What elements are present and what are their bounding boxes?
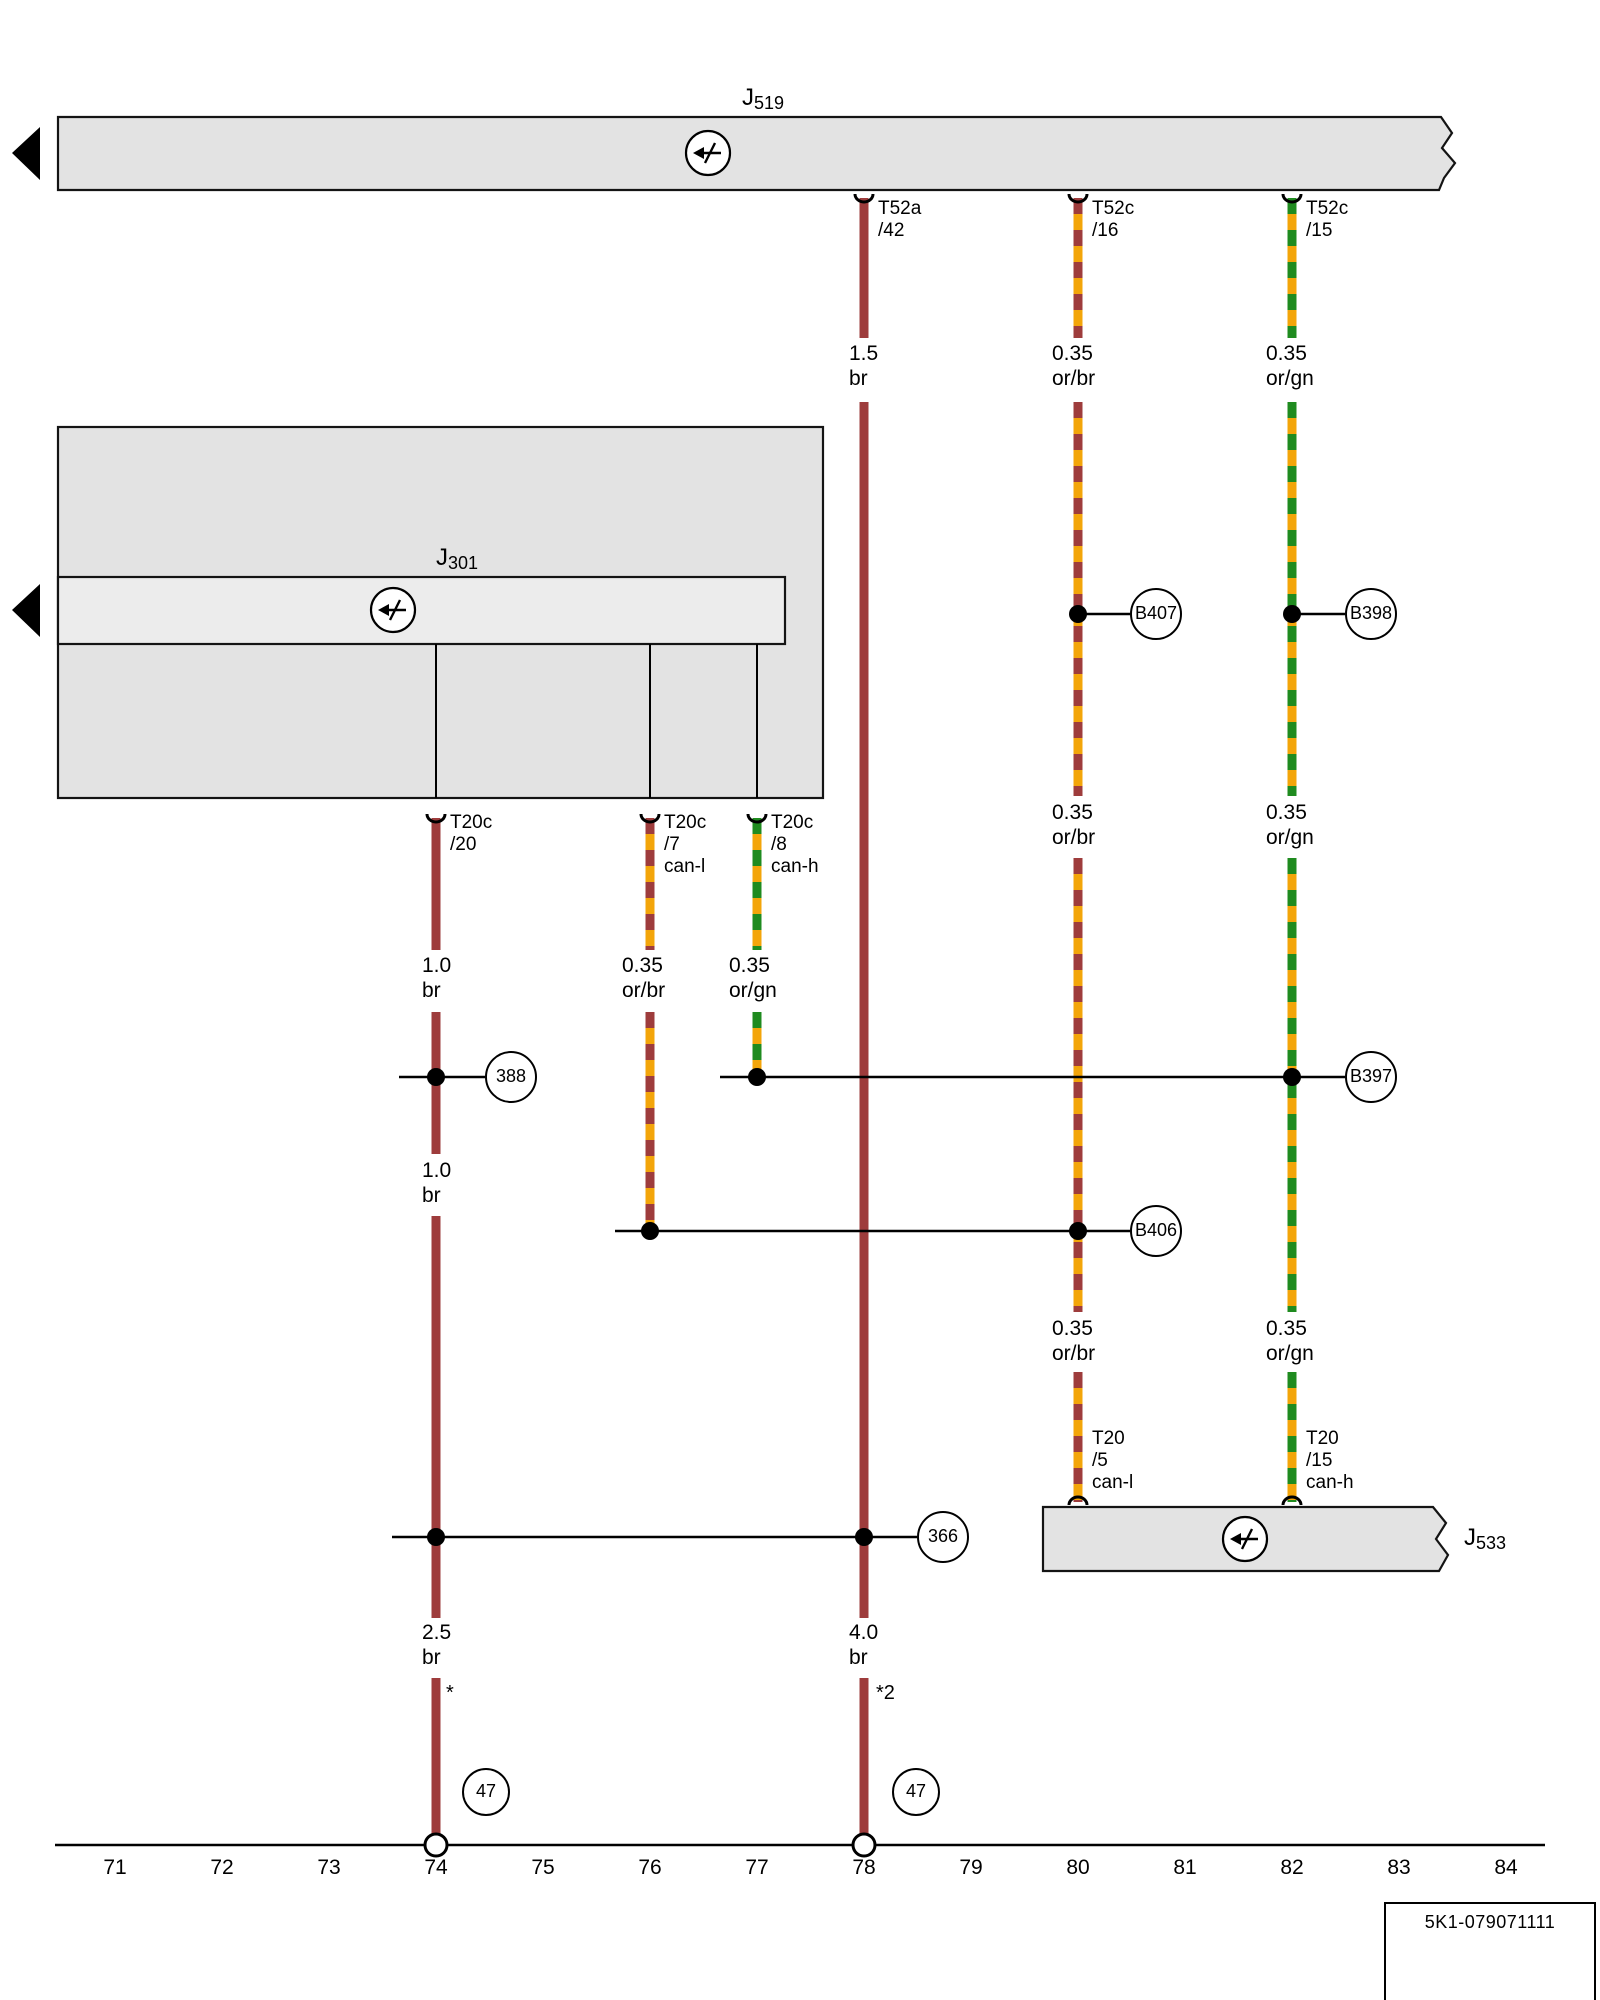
brown-wires	[431, 198, 869, 1834]
orange-wire-bases	[645, 198, 1297, 1502]
footnote-star2: *2	[876, 1682, 895, 1704]
junction-dot	[1283, 605, 1301, 623]
connection-ref-b406: B406	[1130, 1205, 1182, 1257]
track-number: 76	[638, 1856, 662, 1879]
connection-ref-b397: B397	[1345, 1051, 1397, 1103]
junction-dot	[1283, 1068, 1301, 1086]
junction-dot	[1069, 1222, 1087, 1240]
control-unit-symbol-icon	[369, 586, 417, 634]
connection-ref-388: 388	[485, 1051, 537, 1103]
ground-point-icon	[851, 1832, 877, 1858]
connection-ref-b407: B407	[1130, 588, 1182, 640]
terminal-label-t20c-20: T20c/20	[450, 812, 493, 855]
track-number: 81	[1173, 1856, 1197, 1879]
connection-ref-366: 366	[917, 1511, 969, 1563]
label-j301: J301	[436, 544, 479, 573]
junction-dot	[855, 1528, 873, 1546]
junction-dot	[427, 1528, 445, 1546]
control-unit-symbol-icon	[684, 129, 732, 177]
junction-dot	[427, 1068, 445, 1086]
connection-ref-b398: B398	[1345, 588, 1397, 640]
track-number: 77	[745, 1856, 769, 1879]
footnote-star: *	[446, 1682, 454, 1704]
track-number: 73	[317, 1856, 341, 1879]
junction-dots	[427, 605, 1301, 1546]
track-number: 75	[531, 1856, 555, 1879]
connection-lines	[392, 612, 1345, 1539]
track-number: 82	[1280, 1856, 1304, 1879]
track-number: 71	[103, 1856, 127, 1879]
track-number: 84	[1494, 1856, 1518, 1879]
label-j533: J533	[1464, 1524, 1507, 1553]
control-unit-symbol-icon	[1221, 1515, 1269, 1563]
j301-inner-bar	[56, 575, 787, 646]
ground-ref-47-left: 47	[462, 1768, 510, 1816]
document-code: 5K1-079071111	[1384, 1902, 1596, 2000]
label-j519: J519	[742, 84, 785, 113]
junction-dot	[641, 1222, 659, 1240]
terminal-label-t52c-16: T52c/16	[1092, 198, 1135, 241]
track-number: 74	[424, 1856, 448, 1879]
left-continuation-arrow-icon	[12, 584, 40, 637]
track-number: 72	[210, 1856, 234, 1879]
track-number: 83	[1387, 1856, 1411, 1879]
junction-dot	[748, 1068, 766, 1086]
j519-component-bar	[56, 115, 1457, 192]
ground-point-icon	[423, 1832, 449, 1858]
terminal-label-t52a-42: T52a/42	[878, 198, 922, 241]
track-number: 78	[852, 1856, 876, 1879]
j301-internal-leads	[435, 644, 758, 798]
ground-ref-47-right: 47	[892, 1768, 940, 1816]
terminal-label-t52c-15: T52c/15	[1306, 198, 1349, 241]
track-number: 79	[959, 1856, 983, 1879]
left-continuation-arrow-icon	[12, 127, 40, 180]
orgn-dash-overlay	[752, 198, 1297, 1502]
orbr-dash-overlay	[645, 198, 1083, 1502]
junction-dot	[1069, 605, 1087, 623]
track-number: 80	[1066, 1856, 1090, 1879]
